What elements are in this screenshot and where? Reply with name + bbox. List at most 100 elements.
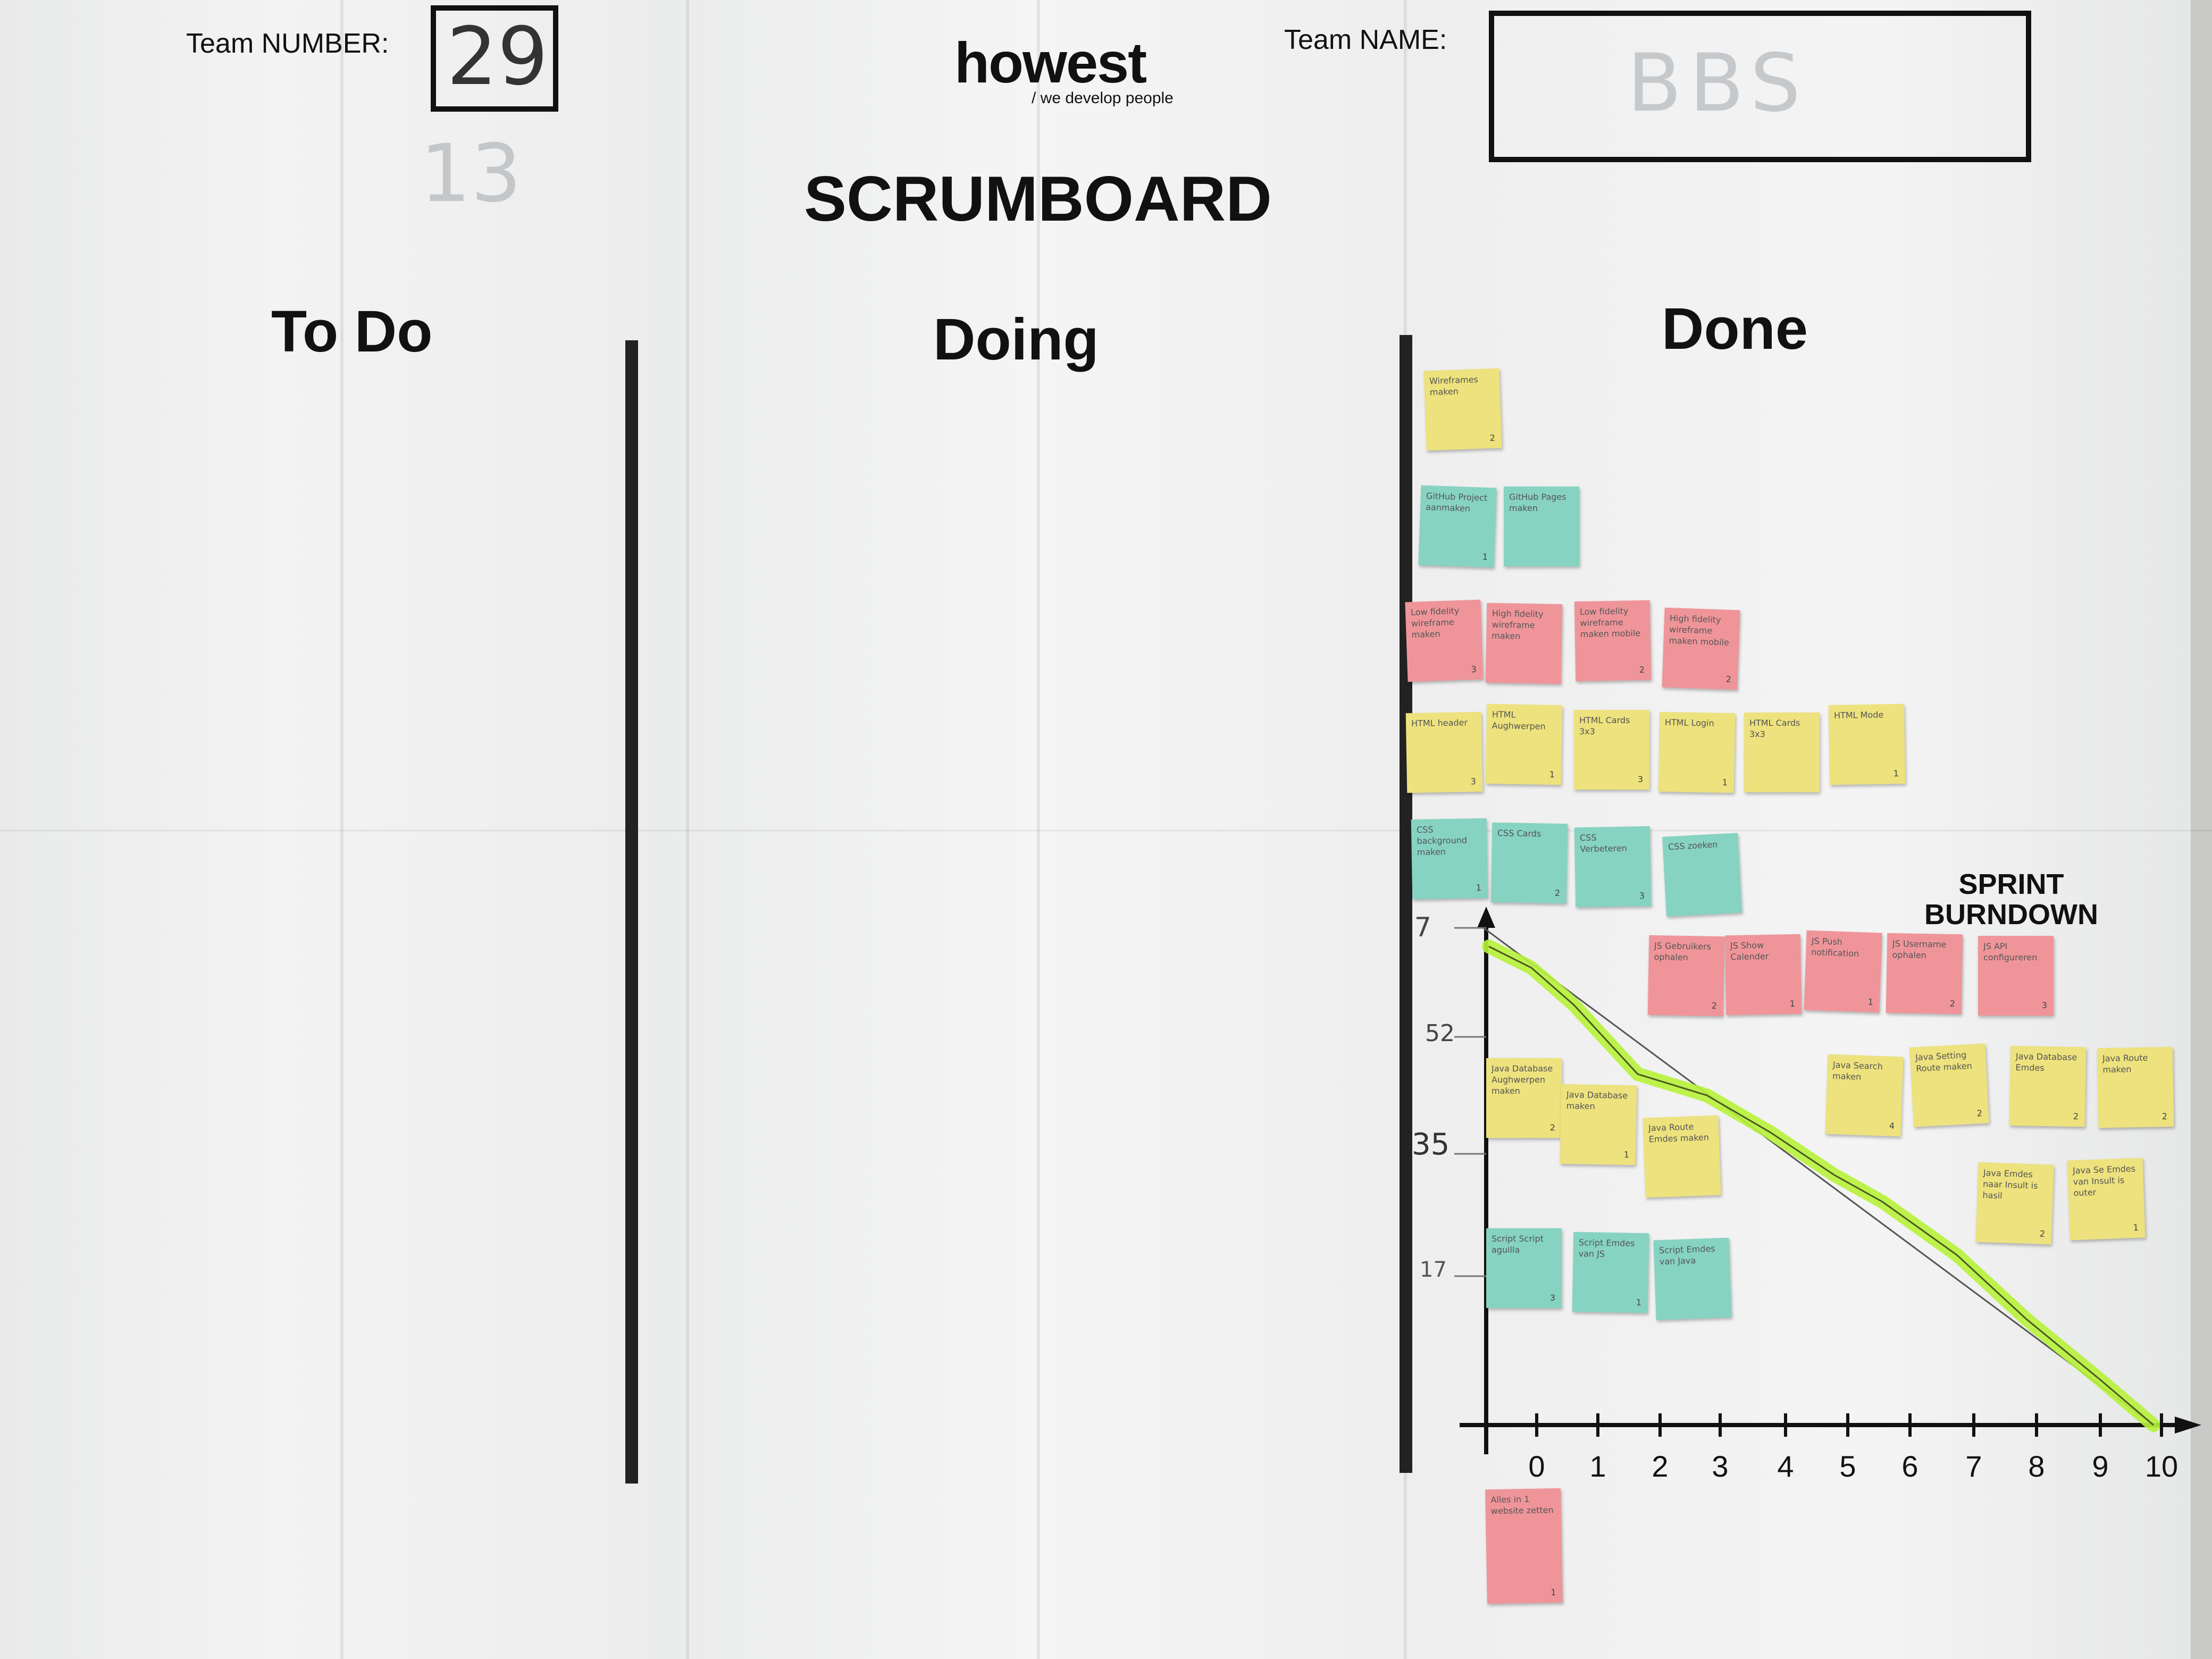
sticky-note[interactable]: Java Route Emdes maken (1643, 1115, 1721, 1198)
burndown-x-label: 9 (2092, 1449, 2109, 1483)
sticky-note-text: Java Setting Route maken (1915, 1050, 1973, 1074)
sticky-note-text: Script Emdes van JS (1578, 1237, 1635, 1259)
burndown-x-tick (1972, 1413, 1975, 1437)
burndown-x-tick (1908, 1413, 1912, 1437)
sticky-note-text: JS API configureren (1983, 941, 2038, 962)
sticky-note-text: Low fidelity wireframe maken (1410, 605, 1460, 640)
sticky-note[interactable]: HTML Login 1 (1658, 711, 1736, 793)
sticky-note-points: 1 (1482, 551, 1488, 563)
sticky-note-points: 3 (1637, 774, 1643, 785)
sticky-note-text: Java Emdes naar Insult is hasil (1982, 1167, 2038, 1201)
burndown-x-label: 3 (1712, 1449, 1729, 1483)
burndown-title: SPRINT BURNDOWN (1924, 868, 2098, 931)
sticky-note-points: 3 (1470, 776, 1477, 787)
column-doing-header: Doing (933, 307, 1099, 372)
paper-sheet-left (0, 0, 691, 1659)
sticky-note-points: 2 (2073, 1111, 2079, 1122)
sticky-note-points: 1 (1867, 996, 1874, 1008)
burndown-y-label: 52 (1425, 1020, 1455, 1047)
sticky-note[interactable]: Java Search maken 4 (1825, 1054, 1904, 1137)
sticky-note-points: 2 (2161, 1111, 2168, 1122)
sticky-note[interactable]: Script Emdes van Java (1653, 1237, 1732, 1320)
sticky-note[interactable]: CSS Verbeteren 3 (1574, 826, 1652, 908)
sticky-note[interactable]: GitHub Project aanmaken 1 (1418, 485, 1497, 568)
burndown-x-tick (1846, 1413, 1849, 1437)
burndown-y-label: 7 (1414, 912, 1431, 943)
sticky-note[interactable]: JS API configureren 3 (1978, 936, 2054, 1016)
sticky-note[interactable]: Java Route maken 2 (2097, 1046, 2174, 1128)
sticky-note-text: GitHub Project aanmaken (1425, 490, 1488, 514)
sticky-note-points: 1 (1722, 777, 1728, 788)
burndown-x-tick (1658, 1413, 1662, 1437)
sticky-note[interactable]: JS Push notification 1 (1804, 930, 1882, 1013)
sticky-note-points: 4 (1889, 1120, 1895, 1132)
sticky-note-points: 2 (1549, 1122, 1555, 1133)
sticky-note-points: 3 (1549, 1293, 1555, 1303)
sticky-note-text: HTML Login (1664, 717, 1714, 728)
team-number-label: Team NUMBER: (186, 28, 389, 59)
burndown-x-label: 6 (1901, 1449, 1918, 1483)
team-name-value: BBS (1627, 37, 1808, 130)
sticky-note-text: CSS zoeken (1668, 839, 1718, 852)
column-divider-left (625, 340, 638, 1484)
burndown-x-label: 1 (1589, 1449, 1606, 1483)
sticky-note-text: High fidelity wireframe maken (1492, 608, 1544, 641)
sticky-note[interactable]: HTML header 3 (1405, 711, 1483, 793)
sticky-note-text: GitHub Pages maken (1509, 492, 1566, 513)
sticky-note-text: HTML header (1411, 717, 1468, 729)
burndown-x-tick (2099, 1413, 2102, 1437)
sticky-note-points: 3 (1639, 891, 1645, 901)
sticky-note-text: High fidelity wireframe maken mobile (1669, 613, 1730, 648)
team-number-box (431, 5, 558, 112)
sticky-note-points: 2 (1554, 888, 1561, 899)
sticky-note-points: 2 (1489, 433, 1496, 443)
sticky-note-text: HTML Cards 3x3 (1749, 718, 1800, 739)
burndown-x-label: 2 (1652, 1449, 1669, 1483)
sticky-note-text: Java Route maken (2102, 1052, 2148, 1075)
sticky-note-points: 3 (2041, 1000, 2047, 1011)
sticky-note-points: 1 (1623, 1150, 1630, 1160)
sticky-note-points: 2 (1949, 999, 1956, 1009)
sticky-note-text: Java Search maken (1832, 1059, 1883, 1082)
paper-crease (686, 0, 689, 1659)
sticky-note-points: 2 (1711, 1001, 1717, 1011)
sticky-note-points: 1 (1789, 999, 1796, 1009)
column-divider-right (1400, 335, 1412, 1473)
sticky-note[interactable]: HTML Cards 3x3 (1744, 713, 1820, 792)
burndown-y-label: 17 (1420, 1258, 1447, 1282)
sticky-note-points: 1 (1551, 1587, 1556, 1598)
column-done-header: Done (1662, 296, 1808, 362)
burndown-x-label: 0 (1528, 1449, 1545, 1483)
sticky-note-text: CSS background maken (1416, 824, 1468, 857)
sticky-note-text: Java Se Emdes van Insult is outer (2072, 1163, 2136, 1198)
sticky-note-text: CSS Verbeteren (1579, 832, 1628, 854)
sticky-note[interactable]: High fidelity wireframe maken (1485, 602, 1563, 684)
burndown-x-label: 8 (2028, 1449, 2045, 1483)
sticky-note-text: JS Push notification (1811, 935, 1859, 959)
team-name-label: Team NAME: (1284, 24, 1447, 55)
sticky-note[interactable]: CSS zoeken (1662, 833, 1742, 917)
sticky-note[interactable]: High fidelity wireframe maken mobile 2 (1662, 607, 1740, 690)
sticky-note[interactable]: GitHub Pages maken (1504, 487, 1579, 566)
sticky-note-points: 2 (1725, 674, 1732, 685)
